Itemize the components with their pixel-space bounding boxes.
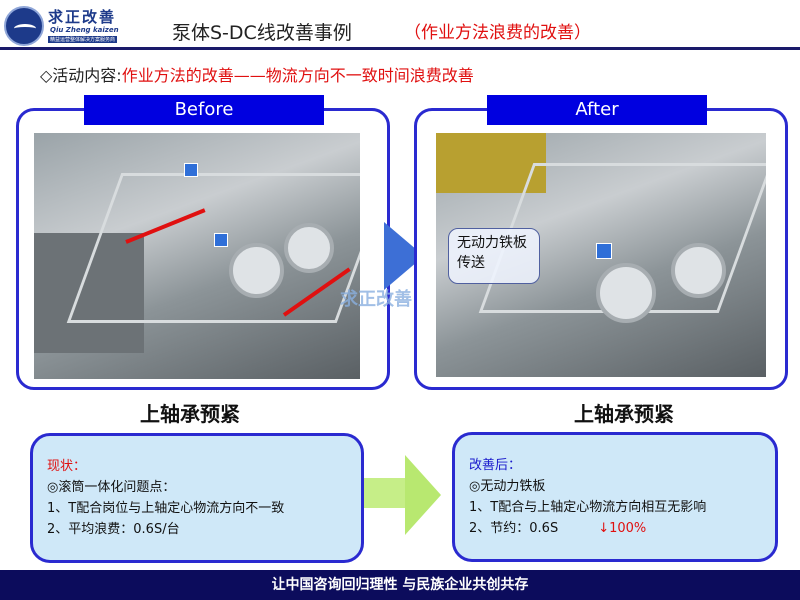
before-label: Before	[84, 95, 324, 125]
watermark: 求正改善	[340, 289, 412, 310]
bearing-part	[284, 223, 334, 273]
logo-pinyin: Qiu Zheng kaizen	[50, 26, 119, 34]
current-heading: 现状：	[47, 459, 87, 474]
current-line: ◎滚筒一体化问题点：	[47, 480, 176, 495]
logo-tagline: 精益运营整体解决方案服务商	[48, 36, 118, 43]
improved-heading: 改善后：	[469, 458, 522, 473]
bearing-part	[229, 243, 284, 298]
improved-line: ◎无动力铁板	[469, 479, 546, 494]
improved-line: 1、T配合与上轴定心物流方向相互无影响	[469, 500, 707, 515]
reduction-badge: ↓100%	[598, 521, 647, 536]
fixture	[184, 163, 198, 177]
improved-line: 2、节约：0.6S	[469, 521, 559, 536]
current-state-box: 现状： ◎滚筒一体化问题点： 1、T配合岗位与上轴定心物流方向不一致 2、平均浪…	[30, 433, 364, 563]
current-line: 2、平均浪费：0.6S/台	[47, 522, 180, 537]
page-title: 泵体S-DC线改善事例	[172, 22, 352, 44]
green-arrow-shaft	[360, 478, 410, 508]
fixture	[214, 233, 228, 247]
photo-callout: 无动力铁板传送	[448, 228, 540, 284]
improved-state-box: 改善后： ◎无动力铁板 1、T配合与上轴定心物流方向相互无影响 2、节约：0.6…	[452, 432, 778, 562]
after-photo	[436, 133, 766, 377]
logo-emblem-icon	[4, 6, 44, 46]
after-label: After	[487, 95, 707, 125]
page-subtitle: （作业方法浪费的改善）	[404, 23, 591, 43]
fixture	[596, 243, 612, 259]
machine-block	[34, 233, 144, 353]
activity-content: 作业方法的改善——物流方向不一致时间浪费改善	[121, 66, 474, 85]
footer-slogan: 让中国咨询回归理性 与民族企业共创共存	[0, 570, 800, 600]
before-photo	[34, 133, 360, 379]
after-caption: 上轴承预紧	[574, 402, 674, 426]
company-logo: 求正改善 Qiu Zheng kaizen 精益运营整体解决方案服务商	[4, 4, 144, 48]
bearing-part	[596, 263, 656, 323]
header-divider	[0, 47, 800, 50]
bearing-part	[671, 243, 726, 298]
activity-line: ◇活动内容:作业方法的改善——物流方向不一致时间浪费改善	[40, 62, 474, 86]
green-arrow-icon	[405, 455, 441, 535]
before-caption: 上轴承预紧	[140, 402, 240, 426]
machine-block	[436, 133, 546, 193]
logo-name: 求正改善	[48, 8, 117, 26]
current-line: 1、T配合岗位与上轴定心物流方向不一致	[47, 501, 285, 516]
activity-prefix: ◇活动内容:	[40, 66, 122, 85]
